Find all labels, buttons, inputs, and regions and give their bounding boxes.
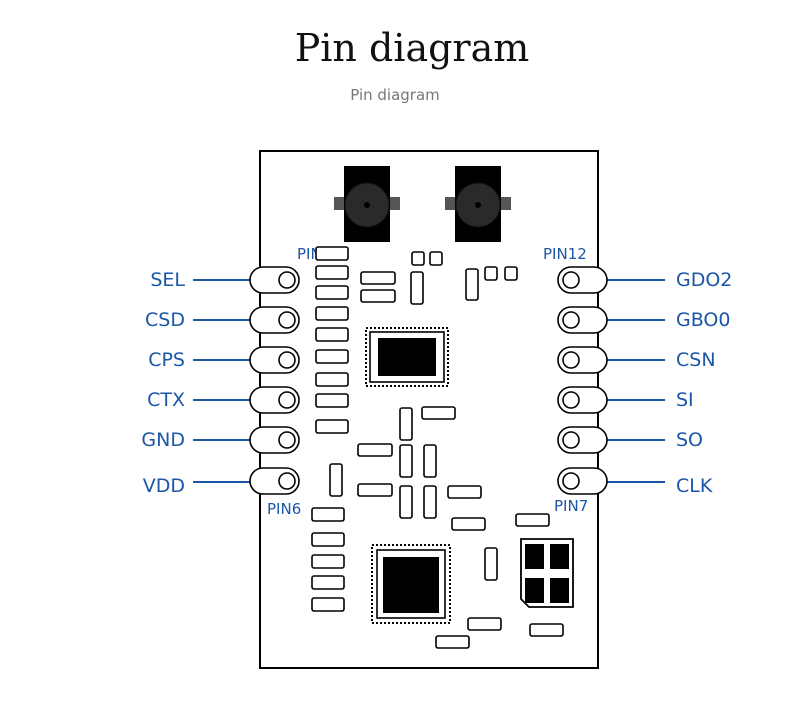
right-pin-clk: CLK (594, 475, 713, 497)
ic-chip-lower (371, 544, 451, 624)
left-pin-gnd: GND (141, 429, 264, 451)
pin-label-csd: CSD (145, 309, 185, 331)
left-pin-sel: SEL (150, 269, 264, 291)
right-pin-csn: CSN (594, 349, 716, 371)
right-pin-si: SI (594, 389, 694, 411)
right-pin-gdo2: GDO2 (594, 269, 732, 291)
passive-components-top (315, 246, 518, 434)
pin-label-so: SO (676, 429, 703, 451)
page-subtitle: Pin diagram (350, 86, 440, 103)
page-title: Pin diagram (294, 26, 530, 70)
pin-label-clk: CLK (676, 475, 713, 497)
left-pin-csd: CSD (145, 309, 264, 331)
pin-label-ctx: CTX (147, 389, 185, 411)
pin-label-csn: CSN (676, 349, 716, 371)
left-pin-ctx: CTX (147, 389, 264, 411)
left-pin-vdd: VDD (143, 475, 264, 497)
right-pin-gbo0: GBO0 (594, 309, 730, 331)
crystal-oscillator (520, 538, 574, 608)
pin7-label: PIN7 (554, 497, 588, 515)
right-pads (557, 266, 608, 495)
pin-label-sel: SEL (150, 269, 185, 291)
passive-components-bottom (311, 532, 564, 649)
pin-label-gbo0: GBO0 (676, 309, 730, 331)
pin-label-si: SI (676, 389, 694, 411)
pin-label-gdo2: GDO2 (676, 269, 732, 291)
pin-label-vdd: VDD (143, 475, 185, 497)
pin-label-gnd: GND (141, 429, 185, 451)
left-pads (249, 266, 300, 495)
ic-chip-upper (365, 327, 449, 387)
passive-components-middle (311, 406, 550, 531)
pin-label-cps: CPS (148, 349, 185, 371)
left-pin-cps: CPS (148, 349, 264, 371)
antenna-connector-right (445, 166, 511, 242)
pin12-label: PIN12 (543, 245, 587, 263)
pin6-label: PIN6 (267, 500, 301, 518)
right-pin-so: SO (594, 429, 703, 451)
antenna-connector-left (334, 166, 400, 242)
